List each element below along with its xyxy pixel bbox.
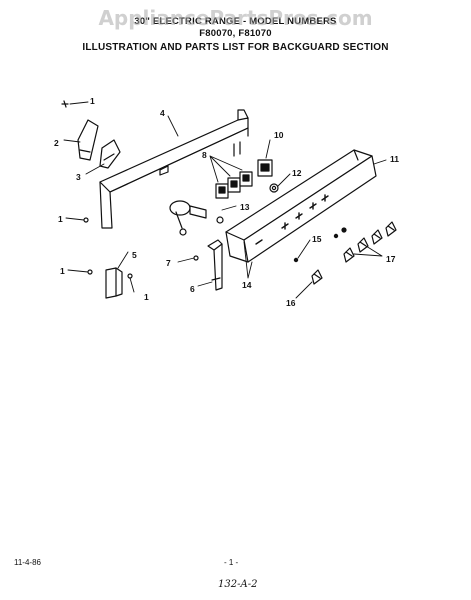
callout-11: 11 <box>390 154 399 164</box>
callout-13: 13 <box>240 202 250 212</box>
mounting-bracket <box>105 267 123 299</box>
callout-12: 12 <box>292 168 302 178</box>
callout-2: 2 <box>54 138 59 148</box>
switch-assembly <box>215 171 253 199</box>
clock-timer <box>169 200 207 236</box>
oven-control <box>257 159 273 177</box>
model-heading: 30" ELECTRIC RANGE - MODEL NUMBERS <box>134 16 337 27</box>
panel-end-bracket <box>207 239 223 291</box>
revision-date: 11-4-86 <box>14 558 41 567</box>
callout-7: 7 <box>166 258 171 268</box>
indicator-light <box>269 183 279 193</box>
callout-10: 10 <box>274 130 284 140</box>
control-knobs <box>293 221 397 263</box>
screws <box>61 100 199 279</box>
callout-14: 14 <box>242 280 252 290</box>
callout-1b: 1 <box>58 214 63 224</box>
callout-1c: 1 <box>60 266 65 276</box>
handwritten-code: 132-A-2 <box>218 579 258 590</box>
callout-5: 5 <box>132 250 137 260</box>
backguard-rear-panel <box>99 109 249 229</box>
diagram-title: ILLUSTRATION AND PARTS LIST FOR BACKGUAR… <box>82 42 389 53</box>
callout-16: 16 <box>286 298 296 308</box>
model-numbers: F80070, F81070 <box>199 28 272 39</box>
callout-4: 4 <box>160 108 165 118</box>
front-control-panel <box>225 149 377 263</box>
knob <box>311 269 323 285</box>
callout-6: 6 <box>190 284 195 294</box>
callout-17: 17 <box>386 254 396 264</box>
hex-nut <box>216 216 224 224</box>
end-cap-bracket <box>77 119 121 169</box>
callout-8: 8 <box>202 150 207 160</box>
callout-3: 3 <box>76 172 81 182</box>
callout-numbers: 1 2 3 4 5 6 7 8 10 11 12 13 14 15 16 17 … <box>54 96 399 308</box>
callout-15: 15 <box>312 234 322 244</box>
leader-lines <box>63 101 387 299</box>
page-number: - 1 - <box>224 558 239 567</box>
callout-1: 1 <box>90 96 95 106</box>
callout-1d: 1 <box>144 292 149 302</box>
